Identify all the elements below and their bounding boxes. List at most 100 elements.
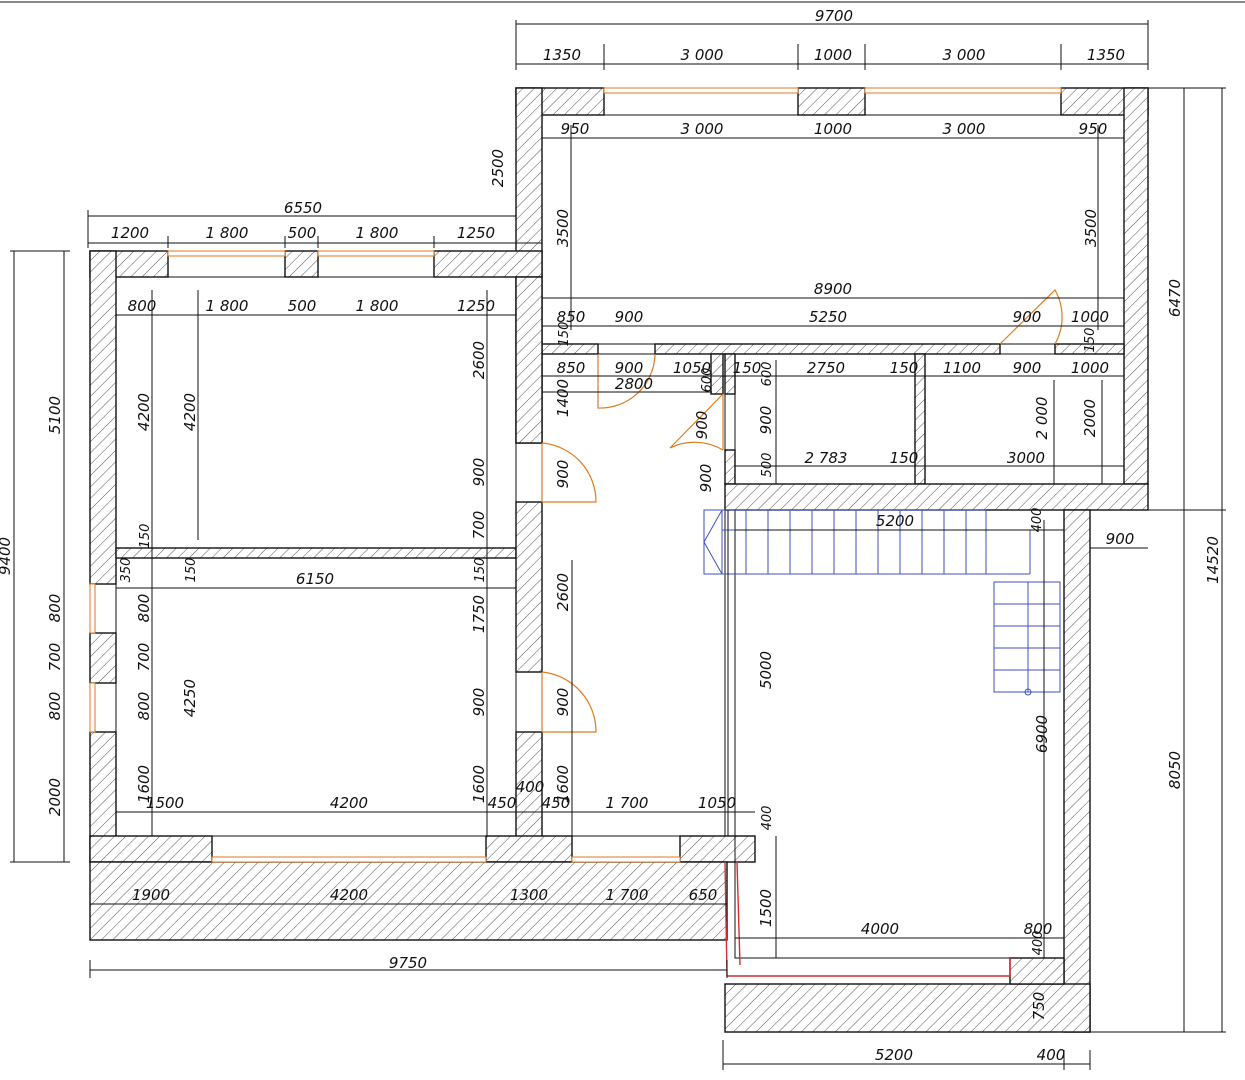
wall-left-outer-mid <box>89 632 117 684</box>
dim-top-4: 3 000 <box>943 46 986 64</box>
dim-v-2000b: 2000 <box>1081 399 1099 437</box>
dim-i-900c: 900 <box>554 688 572 717</box>
dim-b-450a: 450 <box>488 794 517 812</box>
dim-left-inner-5: 1250 <box>457 297 495 315</box>
dim-i-1600c: 1600 <box>554 765 572 803</box>
dim-s-5000: 5000 <box>757 651 775 689</box>
dim-left-1: 1200 <box>111 224 149 242</box>
dim-i-2600b: 2600 <box>554 573 572 611</box>
dim-h-2500: 2500 <box>489 149 507 187</box>
dim-c-150: 150 <box>733 359 762 377</box>
dim-v-500: 500 <box>760 453 775 478</box>
window-top-1 <box>603 87 799 94</box>
wall-bottom-c <box>679 835 756 863</box>
dim-c-1100: 1100 <box>943 359 981 377</box>
wall-rooms-bottom <box>724 483 1149 511</box>
dim-i-1750: 1750 <box>470 595 488 633</box>
dim-inner-5: 950 <box>1079 120 1108 138</box>
dim-inner-4: 3 000 <box>943 120 986 138</box>
terrace-slab <box>89 861 728 941</box>
dim-o-1700: 1 700 <box>606 886 649 904</box>
dim-left-2: 1 800 <box>206 224 249 242</box>
window-bottom-2 <box>571 856 681 863</box>
dim-r-150a: 150 <box>557 322 572 347</box>
dim-i-1600a: 1600 <box>135 765 153 803</box>
dim-s-1500: 1500 <box>757 889 775 927</box>
dim-i-150b: 150 <box>184 558 199 583</box>
window-left-1 <box>167 250 286 257</box>
dim-c-600b: 600 <box>760 362 775 387</box>
dim-i-400a: 400 <box>516 778 545 796</box>
wall-room-a-left-low <box>724 449 736 485</box>
dim-lh-700: 700 <box>46 643 64 672</box>
dim-c-900b: 900 <box>1013 359 1042 377</box>
dim-v-900c: 900 <box>697 464 715 493</box>
dim-c-150b: 150 <box>890 359 919 377</box>
dim-c-600a: 600 <box>700 368 715 393</box>
dim-b-4200: 4200 <box>330 794 368 812</box>
window-top-2 <box>864 87 1062 94</box>
door-stair-room <box>669 393 724 451</box>
dim-r-1000: 1000 <box>1071 308 1109 326</box>
wall-left-top-b <box>284 250 319 278</box>
dim-inner-3: 1000 <box>814 120 852 138</box>
wall-upper-partition-mid <box>654 343 1001 355</box>
dim-top-3: 1000 <box>814 46 852 64</box>
wall-corridor-left-a <box>515 276 543 444</box>
dim-rh-8050: 8050 <box>1166 751 1184 789</box>
dim-lh-800b: 800 <box>46 692 64 721</box>
wall-bottom-a <box>89 835 213 863</box>
dim-i-150c: 150 <box>473 558 488 583</box>
dim-o-650: 650 <box>689 886 718 904</box>
dim-w-6150: 6150 <box>296 570 334 588</box>
window-side-2 <box>89 682 96 733</box>
dim-top-1: 1350 <box>543 46 581 64</box>
dim-b-1500: 1500 <box>146 794 184 812</box>
dim-s-6900: 6900 <box>1033 715 1051 753</box>
dim-h-3500-left: 3500 <box>554 209 572 247</box>
red-outline <box>724 861 1011 977</box>
door-upper-right <box>999 289 1063 345</box>
dim-i-2600a: 2600 <box>470 341 488 379</box>
window-bottom-1 <box>211 856 487 863</box>
dim-s-800: 800 <box>1024 920 1053 938</box>
dim-i-800a: 800 <box>135 594 153 623</box>
dim-s-5200: 5200 <box>876 512 914 530</box>
dim-s-400b: 400 <box>760 806 775 831</box>
dim-s-400a: 400 <box>1030 508 1045 533</box>
wall-bottom-b <box>485 835 573 863</box>
dim-rh-6470: 6470 <box>1166 279 1184 317</box>
dim-left-inner-3: 500 <box>288 297 317 315</box>
dim-c-850: 850 <box>557 359 586 377</box>
dim-c-2800: 2800 <box>615 375 653 393</box>
wall-right-outer <box>1063 509 1091 1033</box>
dim-s-400c: 400 <box>1031 931 1046 956</box>
wall-left-mid-partition <box>115 547 517 559</box>
dim-top-5: 1350 <box>1087 46 1125 64</box>
dim-i-1600b: 1600 <box>470 765 488 803</box>
dim-left-inner-2: 1 800 <box>206 297 249 315</box>
dim-s-4000: 4000 <box>861 920 899 938</box>
dim-inner-1: 950 <box>561 120 590 138</box>
dim-r-850: 850 <box>557 308 586 326</box>
dim-r-900a: 900 <box>615 308 644 326</box>
dim-i-350: 350 <box>119 558 134 583</box>
dim-lh-800a: 800 <box>46 594 64 623</box>
dim-bt-400: 400 <box>1037 1046 1066 1064</box>
dim-left-inner-4: 1 800 <box>356 297 399 315</box>
dim-c-1050: 1050 <box>673 359 711 377</box>
door-room-left-bottom <box>541 671 597 733</box>
dim-v-900a: 900 <box>693 411 711 440</box>
dim-top-total: 9700 <box>815 7 853 25</box>
dim-o-4200: 4200 <box>330 886 368 904</box>
dimension-labels: 9700 1350 3 000 1000 3 000 1350 950 3 00… <box>0 7 1222 1064</box>
dim-b-450b: 450 <box>542 794 571 812</box>
dim-o-1900: 1900 <box>132 886 170 904</box>
wall-top-middle <box>797 87 866 116</box>
dim-c-2750: 2750 <box>807 359 845 377</box>
wall-upper-right <box>1123 87 1149 485</box>
dim-rh-14520: 14520 <box>1204 536 1222 584</box>
window-left-2 <box>317 250 435 257</box>
dim-w-3000: 3000 <box>1007 449 1045 467</box>
